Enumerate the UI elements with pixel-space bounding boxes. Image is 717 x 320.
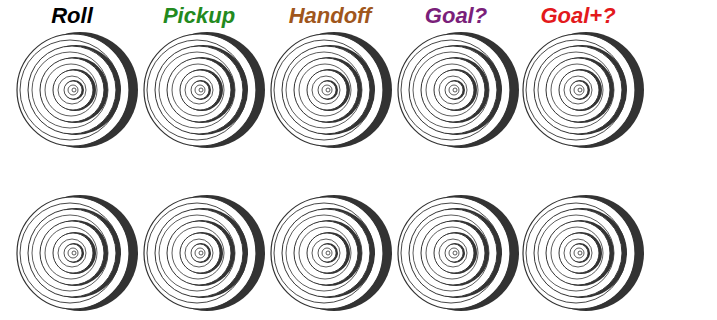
- column-header: Goal?: [425, 2, 487, 30]
- column-header: Handoff: [289, 2, 372, 30]
- column-header: Goal+?: [540, 2, 615, 30]
- column-header: Roll: [51, 2, 93, 30]
- column-header: Pickup: [163, 2, 235, 30]
